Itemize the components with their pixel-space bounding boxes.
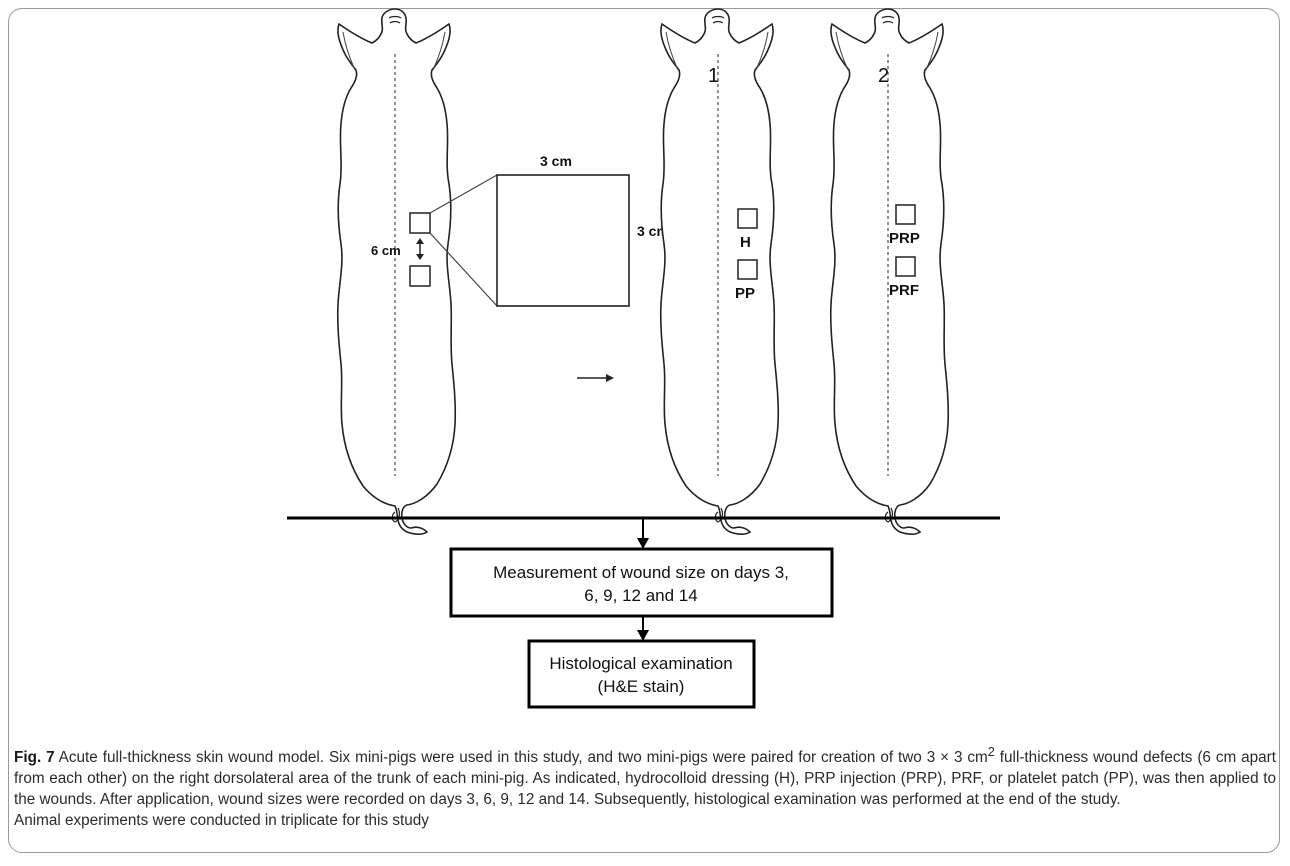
zoom-line-bottom	[429, 232, 498, 307]
measurement-box	[449, 547, 834, 618]
square-side-label: 3 cm	[637, 223, 669, 239]
pig-1-illustration	[659, 8, 780, 536]
histology-box	[527, 639, 756, 709]
figure-diagram: 6 cm 3 cm 3 cm 1 H PP 2 PRP PRF Measurem…	[287, 8, 1000, 709]
caption-last-line: Animal experiments were conducted in tri…	[14, 812, 429, 830]
pig-2-illustration	[829, 8, 950, 536]
wound-square-top	[409, 212, 431, 234]
enlarged-wound-square	[496, 174, 630, 307]
measurement-box-line1: Measurement of wound size on days 3,	[493, 563, 789, 582]
pig-2-number: 2	[878, 65, 889, 87]
histology-box-line2: (H&E stain)	[598, 677, 685, 696]
pig-left-illustration	[336, 8, 457, 536]
caption-text-2: full-thickness wound defects (6 cm apart…	[14, 749, 1276, 809]
zoom-line-top	[429, 174, 498, 214]
pig-1-wound-b-label: PP	[735, 285, 755, 302]
gap-label: 6 cm	[371, 243, 401, 258]
histology-box-line1: Histological examination	[549, 654, 732, 673]
pig-1-number: 1	[708, 65, 719, 87]
pig-1-wound-a	[737, 208, 758, 229]
pig-2-wound-b-label: PRF	[889, 282, 919, 299]
figure-caption: Fig. 7 Acute full-thickness skin wound m…	[14, 741, 1276, 831]
pig-1-wound-a-label: H	[740, 234, 751, 251]
wound-square-bottom	[409, 265, 431, 287]
figure-frame	[8, 8, 1280, 853]
square-top-label: 3 cm	[540, 153, 572, 169]
caption-label: Fig. 7	[14, 749, 55, 767]
pig-2-wound-a	[895, 204, 916, 225]
measurement-box-line2: 6, 9, 12 and 14	[584, 586, 697, 605]
caption-text-1: Acute full-thickness skin wound model. S…	[54, 749, 988, 767]
caption-superscript: 2	[987, 744, 995, 759]
pig-2-wound-b	[895, 256, 916, 277]
pig-2-wound-a-label: PRP	[889, 230, 920, 247]
pig-1-wound-b	[737, 259, 758, 280]
